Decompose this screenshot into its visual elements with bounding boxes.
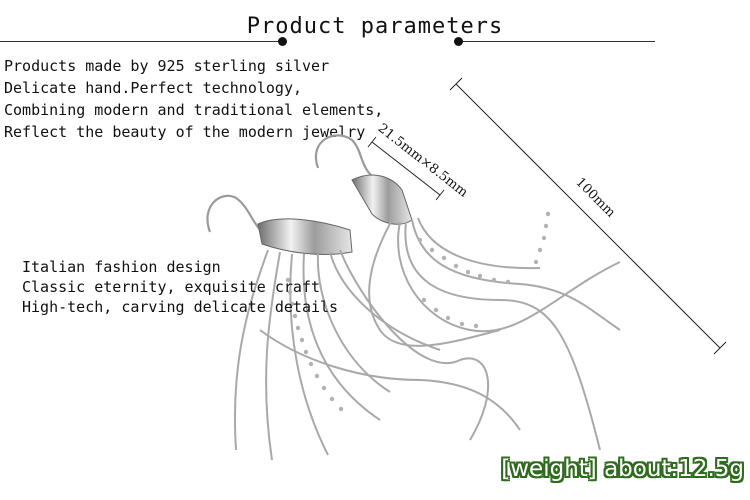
feature-line: Italian fashion design — [22, 258, 221, 276]
intro-text: Products made by 925 sterling silver Del… — [4, 55, 383, 143]
dimension-lines — [367, 77, 727, 355]
earring-caps — [257, 174, 413, 255]
features-text: Italian fashion design Classic eternity,… — [22, 257, 338, 317]
intro-line: Reflect the beauty of the modern jewelry — [4, 123, 366, 141]
bead-chain-right — [417, 211, 551, 329]
feature-line: Classic eternity, exquisite craft — [22, 278, 321, 296]
weight-label: [weight] about:12.5g — [501, 456, 744, 482]
title-dot-left — [278, 37, 287, 46]
intro-line: Combining modern and traditional element… — [4, 101, 384, 119]
intro-line: Delicate hand.Perfect technology, — [4, 79, 303, 97]
page-title: Product parameters — [246, 14, 504, 39]
title-rule-right — [458, 41, 655, 42]
title-dot-right — [454, 37, 463, 46]
bead-chain-left — [285, 277, 344, 412]
ear-hooks — [206, 134, 373, 233]
chains-left — [233, 249, 521, 461]
intro-line: Products made by 925 sterling silver — [4, 57, 330, 75]
chains-right — [368, 217, 621, 451]
title-rule-left — [0, 41, 282, 42]
feature-line: High-tech, carving delicate details — [22, 298, 339, 316]
